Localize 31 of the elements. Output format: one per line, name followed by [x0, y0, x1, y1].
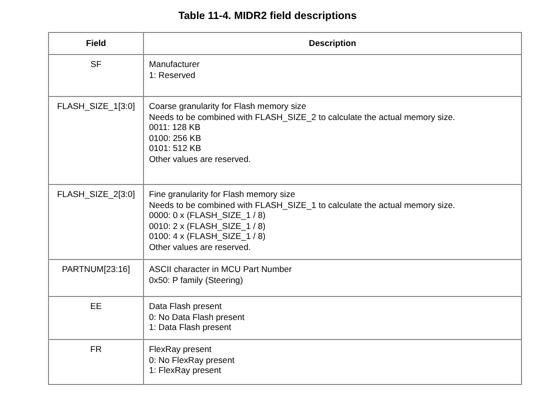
description-line: 0011: 128 KB	[149, 122, 202, 133]
description-line: 0100: 256 KB	[149, 132, 202, 144]
description-line: 0x50: P family (Steering)	[149, 274, 244, 286]
description-line: Fine granularity for Flash memory size	[149, 189, 296, 200]
description-line: 0: No FlexRay present	[149, 354, 236, 366]
description-line: FlexRay present	[149, 344, 213, 355]
field-name: EE	[89, 301, 103, 312]
description-line: 0010: 2 x (FLASH_SIZE_1 / 8)	[149, 220, 267, 232]
description-line: 0100: 4 x (FLASH_SIZE_1 / 8)	[149, 231, 267, 242]
description-line: 0000: 0 x (FLASH_SIZE_1 / 8)	[149, 210, 267, 221]
field-name: FLASH_SIZE_1[3:0]	[56, 101, 136, 112]
description-line: ASCII character in MCU Part Number	[149, 264, 293, 275]
field-name: PARTNUM[23:16]	[61, 264, 131, 275]
description-line: Manufacturer	[149, 59, 201, 70]
field-name: FLASH_SIZE_2[3:0]	[56, 189, 136, 200]
column-header: Field	[84, 38, 108, 49]
column-header: Description	[308, 38, 358, 49]
field-name: FR	[89, 344, 103, 355]
description-line: Other values are reserved.	[149, 242, 252, 253]
description-line: 1: Data Flash present	[149, 322, 232, 333]
description-line: 0: No Data Flash present	[149, 312, 246, 322]
description-line: Needs to be combined with FLASH_SIZE_1 to calculate the actual memory size.	[149, 200, 456, 210]
description-line: Data Flash present	[149, 301, 223, 312]
description-line: 1: FlexRay present	[149, 365, 222, 376]
description-line: Other values are reserved.	[149, 154, 252, 165]
description-line: 1: Reserved	[149, 70, 196, 80]
description-line: Needs to be combined with FLASH_SIZE_2 to calculate the actual memory size.	[149, 112, 456, 122]
field-name: SF	[90, 59, 102, 70]
description-line: 0101: 512 KB	[149, 143, 202, 154]
description-line: Coarse granularity for Flash memory size	[149, 101, 308, 112]
table-title: Table 11-4. MIDR2 field descriptions	[177, 10, 358, 22]
